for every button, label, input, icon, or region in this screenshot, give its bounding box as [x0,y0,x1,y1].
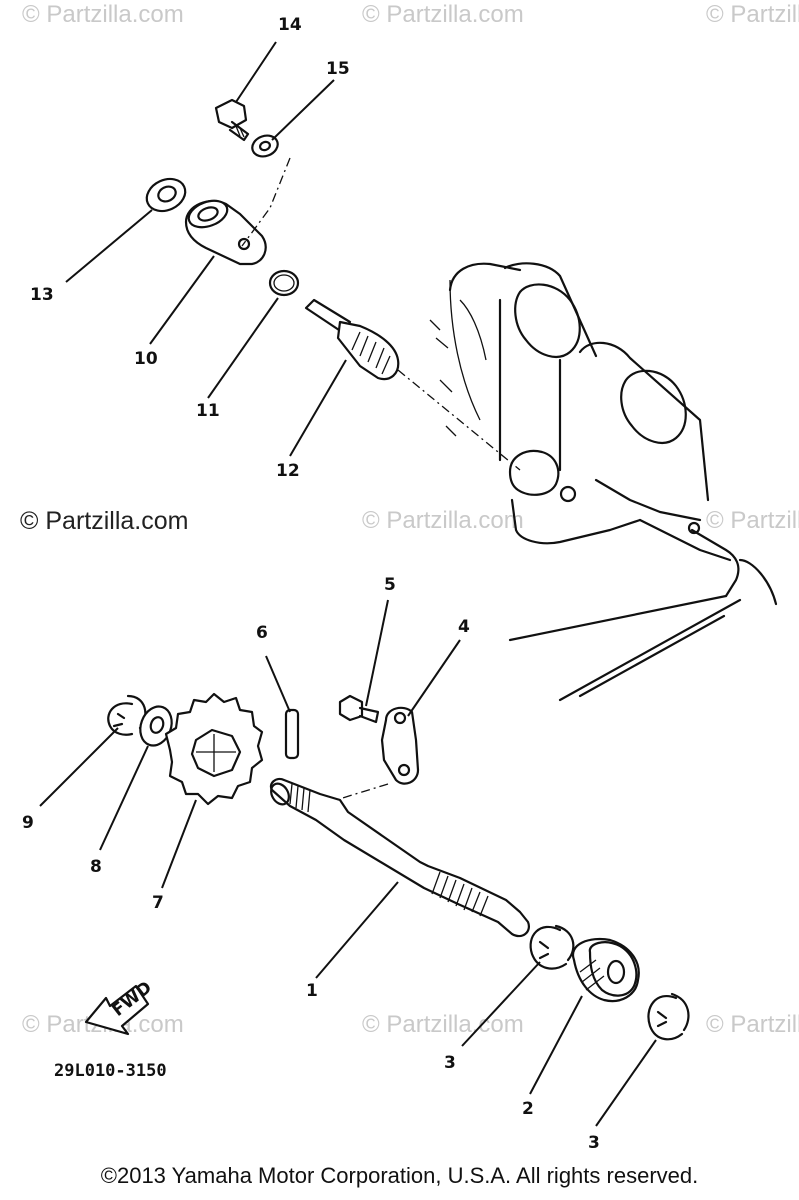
callout-3-lower: 3 [588,1133,600,1153]
callout-4: 4 [458,617,470,637]
callout-11: 11 [196,401,220,421]
part-3-circlip-b [647,992,690,1041]
partzilla-copyright: © Partzilla.com [20,507,189,535]
watermark-top-right: © Partzilla.com [706,1,799,28]
callout-14: 14 [278,15,302,35]
alignment-line-gear [397,369,521,471]
part-6-pin [284,708,300,760]
watermark-mid-center: © Partzilla.com [362,507,524,534]
part-15-washer [251,134,279,158]
part-1-kick-shaft [269,777,530,938]
watermark-bottom-center: © Partzilla.com [362,1011,524,1038]
part-2-ratchet [571,937,640,1003]
part-3-circlip-a [529,924,575,970]
watermarks: © Partzilla.com © Partzilla.com © Partzi… [22,1,799,1038]
part-12-driven-gear [304,298,400,381]
callout-15: 15 [326,59,350,79]
callouts: 14 15 13 10 11 12 5 4 6 9 8 7 1 3 2 3 [22,15,600,1153]
callout-3-upper: 3 [444,1053,456,1073]
part-11-oring [268,269,300,297]
part-13-seal [145,177,187,213]
part-7-kick-gear [164,692,264,806]
watermark-bottom-right: © Partzilla.com [706,1011,799,1038]
callout-8: 8 [90,857,102,877]
callout-1: 1 [306,981,318,1001]
part-14-bolt [214,98,250,142]
callout-13: 13 [30,285,54,305]
part-code: 29L010-3150 [54,1061,167,1081]
callout-6: 6 [256,623,268,643]
callout-12: 12 [276,461,300,481]
callout-7: 7 [152,893,164,913]
watermark-top-center: © Partzilla.com [362,1,524,28]
watermark-top-left: © Partzilla.com [22,1,184,28]
part-4-stopper-plate [380,706,420,785]
yamaha-copyright-footer: ©2013 Yamaha Motor Corporation, U.S.A. A… [100,1163,699,1188]
part-5-bolt [338,694,380,724]
leader-lines [39,41,657,1127]
part-10-housing [184,199,267,266]
crankcase-outline [429,262,778,702]
watermark-mid-right: © Partzilla.com [706,507,799,534]
callout-9: 9 [22,813,34,833]
callout-2: 2 [522,1099,534,1119]
part-8-washer [139,705,173,747]
callout-10: 10 [134,349,158,369]
callout-5: 5 [384,575,396,595]
